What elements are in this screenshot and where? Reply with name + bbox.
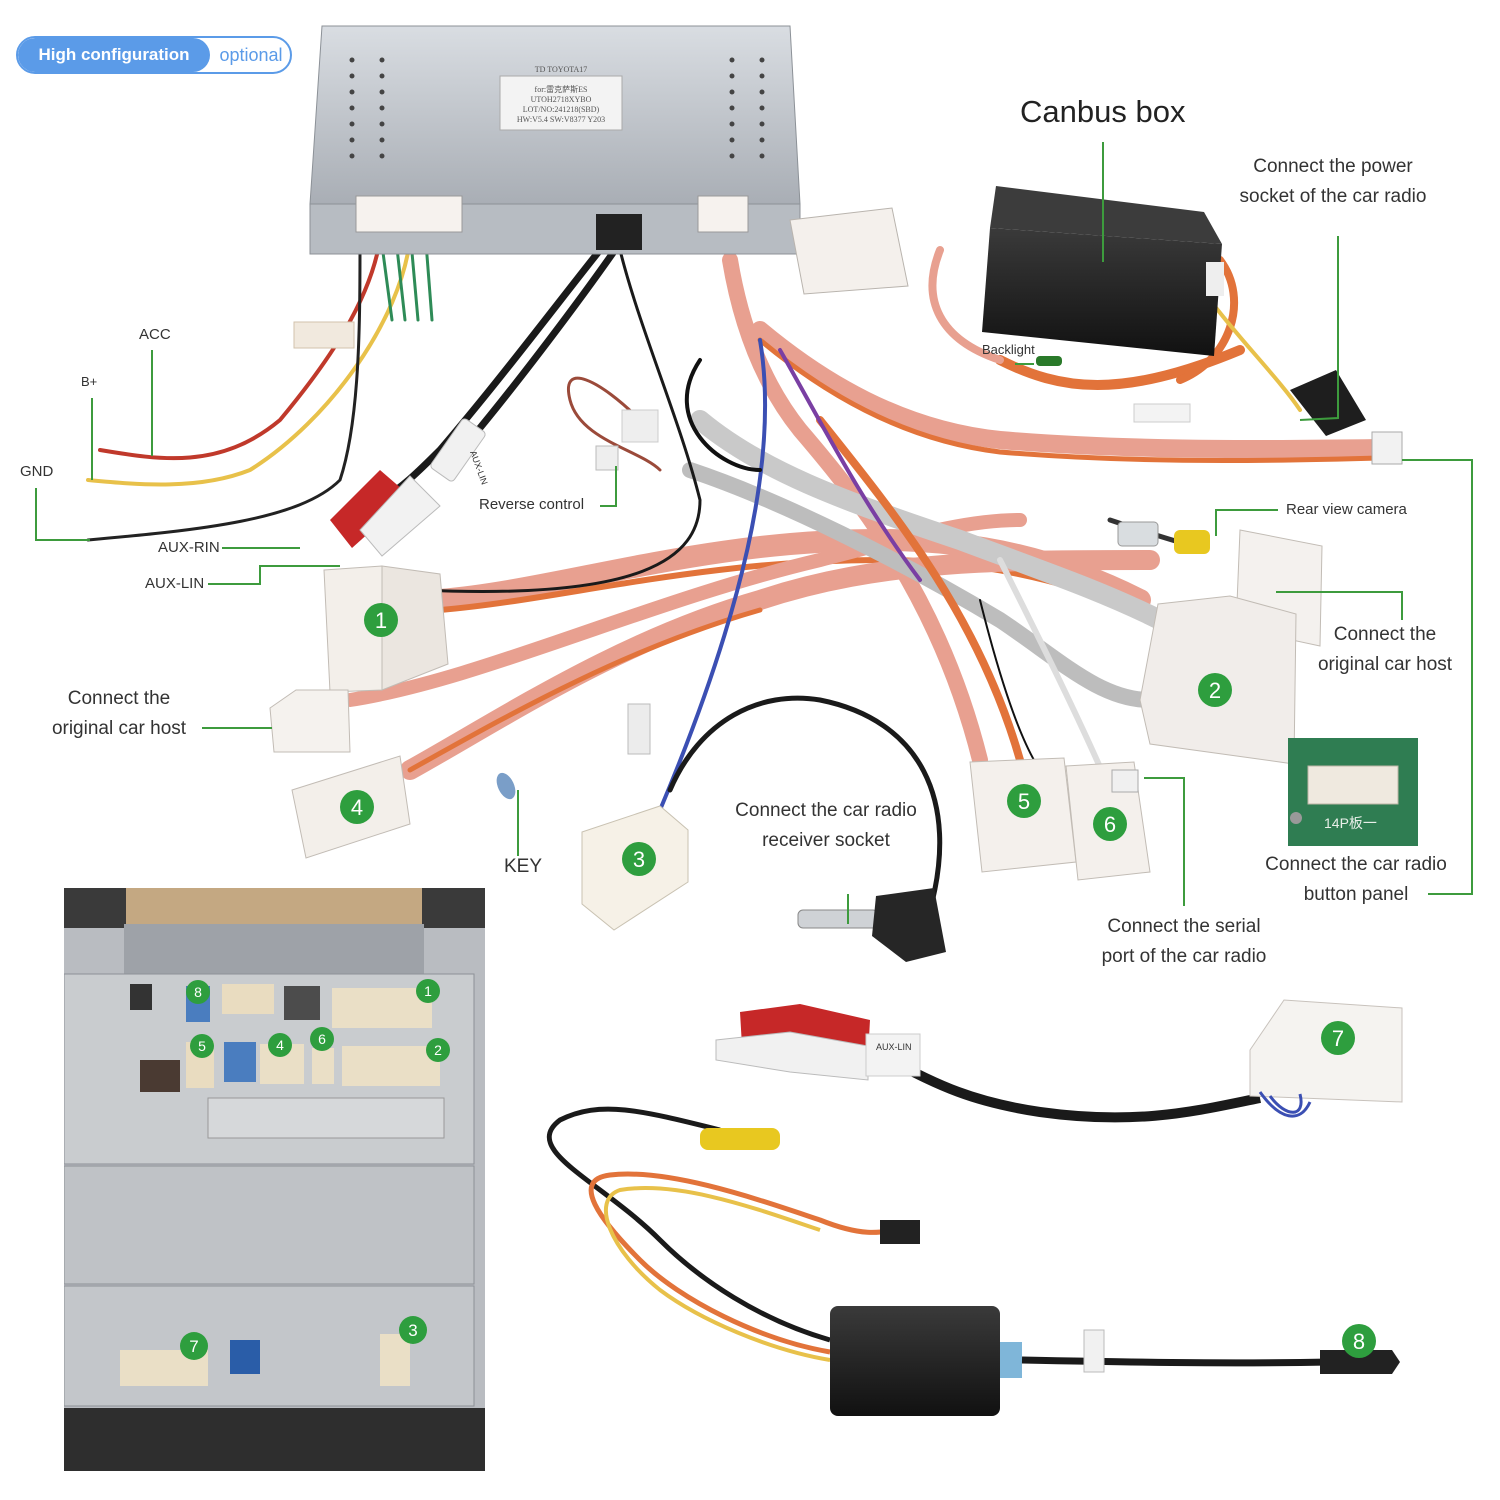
power-socket-plug <box>1290 370 1366 436</box>
aux-rin-label: AUX-RIN <box>158 539 220 556</box>
panel-silk: 14P板一 <box>1324 815 1377 831</box>
b-plus-label: B+ <box>81 374 98 389</box>
aux-lin-tag: AUX-LIN <box>876 1042 912 1052</box>
photo-badge-2: 2 <box>434 1042 442 1058</box>
button-panel-plug <box>1371 431 1403 465</box>
rear-view-camera-label: Rear view camera <box>1286 501 1407 518</box>
photo-badge-6: 6 <box>318 1031 326 1047</box>
connector-orig-host-left <box>269 689 351 753</box>
leader-lines <box>35 142 1473 924</box>
aux-lin-tag-2: AUX-LIN <box>468 449 490 486</box>
key-wire-tip <box>496 772 516 800</box>
box-label-line: for:雷克萨斯ES <box>535 84 588 94</box>
reverse-control-label: Reverse control <box>479 496 585 513</box>
connector-2 <box>1139 529 1323 765</box>
badge-5: 5 <box>1018 789 1030 814</box>
box-label-line: TD TOYOTA17 <box>535 65 588 74</box>
photo-badge-1: 1 <box>424 983 432 999</box>
box-label-line: LOT/NO:241218(SBD) <box>523 105 600 114</box>
aux-rca-plugs <box>330 418 486 557</box>
wire-bundles <box>86 228 1389 913</box>
acc-label: ACC <box>139 326 171 343</box>
rear-camera-rca <box>1117 521 1210 554</box>
photo-badge-7: 7 <box>189 1337 198 1356</box>
badge-2: 2 <box>1209 678 1221 703</box>
canbus-box-label: Canbus box <box>1020 94 1186 129</box>
badge-7: 7 <box>1332 1026 1344 1051</box>
backlight-connector <box>1036 356 1062 366</box>
badge-4: 4 <box>351 795 363 820</box>
spare-plug <box>789 207 909 295</box>
box-label-line: UTOH2718XYBO <box>531 95 592 104</box>
photo-badges <box>180 979 450 1360</box>
optional-option[interactable]: optional <box>219 45 283 65</box>
photo-badge-4: 4 <box>276 1037 284 1053</box>
high-config-option[interactable]: High configuration <box>18 38 210 72</box>
connector-1 <box>323 565 449 693</box>
badge-8: 8 <box>1353 1329 1365 1354</box>
main-module <box>309 25 801 255</box>
badge-6: 6 <box>1104 812 1116 837</box>
button-panel-pcb <box>1288 738 1418 846</box>
badge-1: 1 <box>375 608 387 633</box>
car-radio-photo: 8 1 5 4 6 2 7 3 <box>64 888 485 1471</box>
photo-badge-5: 5 <box>198 1038 206 1054</box>
gnd-label: GND <box>20 463 54 480</box>
canbus-box-device <box>982 186 1224 356</box>
aux-cable-7 <box>715 999 1403 1123</box>
aux-lin-label: AUX-LIN <box>145 575 205 592</box>
key-label: KEY <box>504 856 543 877</box>
badges <box>340 603 1376 1358</box>
badge-3: 3 <box>633 847 645 872</box>
box-label-line: HW:V5.4 SW:V8377 Y203 <box>517 115 605 124</box>
config-toggle[interactable]: High configuration optional <box>16 36 292 74</box>
photo-badge-8: 8 <box>194 984 202 1000</box>
backlight-label: Backlight <box>982 342 1035 357</box>
photo-badge-3: 3 <box>408 1321 417 1340</box>
antenna-plug <box>797 888 946 962</box>
camera-cable-8 <box>546 1106 1400 1416</box>
